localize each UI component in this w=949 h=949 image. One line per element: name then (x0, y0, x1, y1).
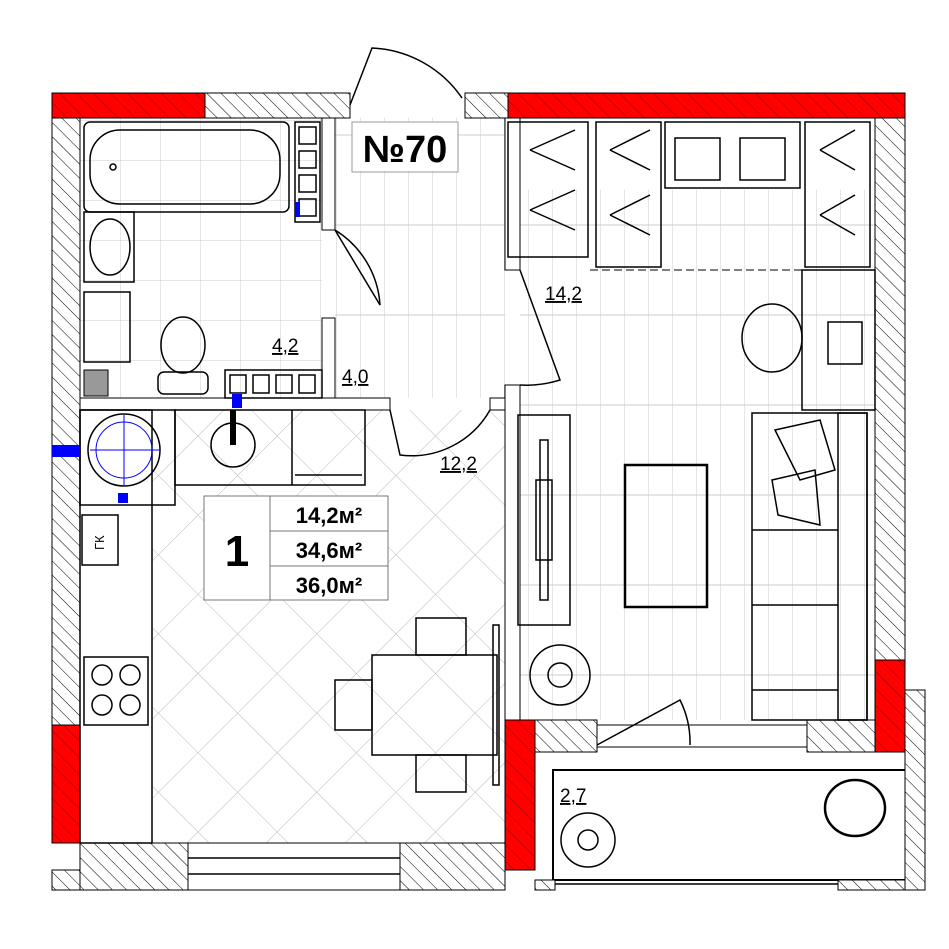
kitchen-floor (152, 410, 505, 843)
bathroom-fixtures (83, 121, 323, 408)
radiator (224, 121, 323, 408)
apartment-number: №70 (351, 121, 459, 173)
chair (741, 303, 803, 373)
washing-machine (83, 291, 131, 363)
living-furniture (507, 121, 887, 868)
hall-area-label: 4,0 (342, 367, 368, 388)
sofa (751, 412, 868, 721)
apartment-number-label: №70 (363, 129, 448, 171)
balcony-chair (823, 778, 887, 838)
area-summary-table: 1 14,2м² 34,6м² 36,0м² (203, 495, 389, 601)
balcony-area-label: 2,7 (560, 786, 586, 807)
bathroom-floor (80, 118, 322, 398)
coffee-table (623, 463, 709, 609)
living-floor (520, 190, 875, 720)
toilet (157, 316, 209, 395)
bathroom-area-label: 4,2 (272, 336, 298, 357)
walls (51, 92, 926, 891)
plant (529, 644, 616, 868)
dining-table (334, 617, 500, 793)
living-area-value: 14,2м² (296, 503, 362, 528)
kitchen-furniture: ГК (52, 409, 500, 844)
room-count: 1 (225, 527, 249, 576)
doors (334, 47, 691, 746)
total-with-balcony-value: 36,0м² (296, 573, 362, 598)
floors (80, 118, 875, 843)
cooktop (83, 656, 149, 726)
total-area-value: 34,6м² (296, 538, 362, 563)
tv-stand (517, 414, 571, 626)
boiler-label: ГК (92, 535, 107, 550)
sink (83, 211, 135, 283)
kitchen-area-label: 12,2 (440, 454, 477, 475)
living-area-label: 14,2 (545, 284, 582, 305)
bathtub (83, 121, 290, 213)
